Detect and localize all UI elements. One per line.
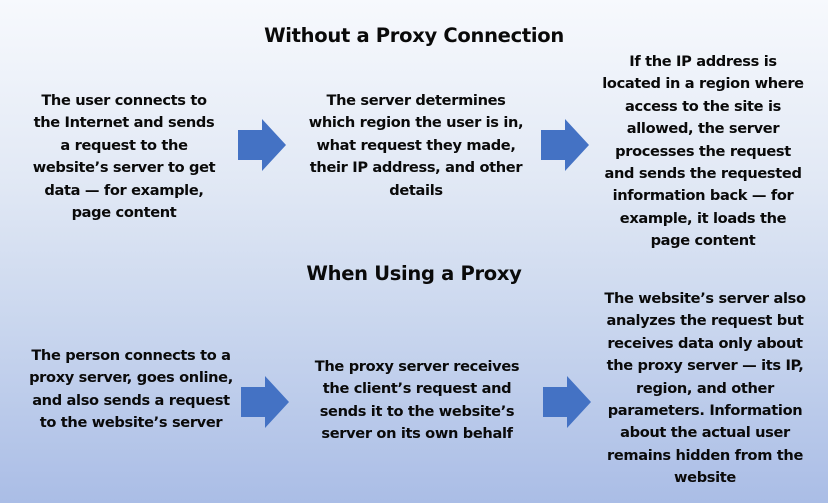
step-person-connects-proxy: The person connects to a proxy server, g…	[29, 347, 233, 432]
arrow-right-icon	[541, 119, 589, 171]
section-title-without-proxy: Without a Proxy Connection	[264, 24, 564, 47]
arrow-right-icon	[241, 376, 289, 428]
arrow-right-icon	[238, 119, 286, 171]
step-website-sees-proxy: The website’s server also analyzes the r…	[604, 290, 806, 487]
step-server-responds: If the IP address is located in a region…	[602, 53, 804, 250]
arrow-right-icon	[543, 376, 591, 428]
step-server-determines: The server determines which region the u…	[308, 92, 524, 199]
step-user-connects: The user connects to the Internet and se…	[32, 92, 216, 222]
step-proxy-forwards: The proxy server receives the client’s r…	[314, 358, 520, 443]
section-title-with-proxy: When Using a Proxy	[306, 262, 522, 285]
